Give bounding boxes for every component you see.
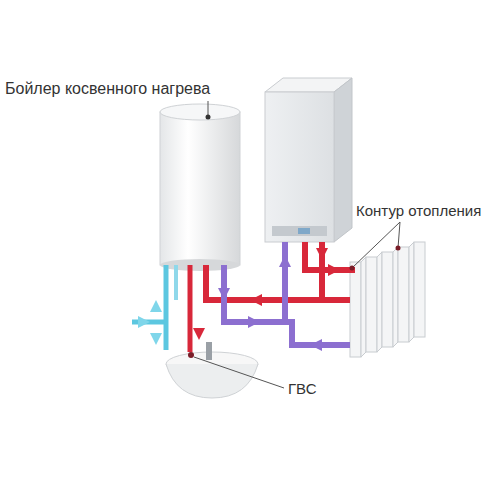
callout-label: ГВС bbox=[288, 380, 316, 397]
callout-label: Бойлер косвенного нагрева bbox=[5, 80, 210, 98]
callout-label: Контур отопления bbox=[356, 202, 481, 219]
